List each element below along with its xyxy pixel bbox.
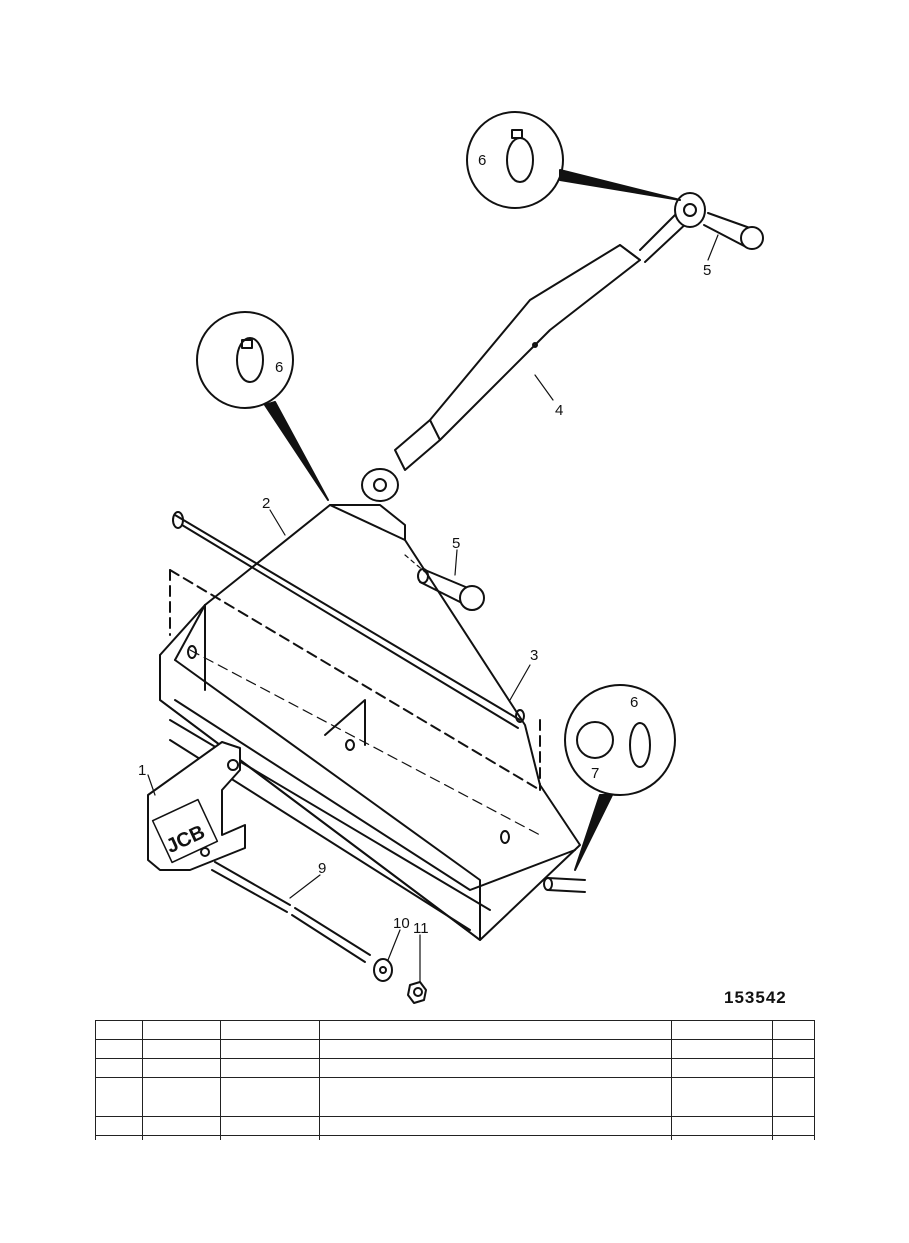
nut-item-11 <box>407 981 427 1004</box>
figure-number: 153542 <box>724 988 787 1007</box>
table-row <box>95 1039 815 1059</box>
table-row <box>95 1058 815 1078</box>
detail-circle-top <box>466 111 681 209</box>
callout-5-lower: 5 <box>452 535 460 552</box>
callout-9: 9 <box>318 860 326 877</box>
top-link-item-4 <box>361 192 706 502</box>
callout-11: 11 <box>413 920 429 937</box>
table-row <box>95 1077 815 1117</box>
callout-6-top: 6 <box>478 152 486 169</box>
detail-circle-right <box>564 684 676 871</box>
stub-pin <box>543 877 586 893</box>
rod-item-3 <box>172 511 525 729</box>
callout-1: 1 <box>138 762 146 779</box>
threaded-rod-item-9 <box>211 861 371 963</box>
exploded-parts-diagram: JCB <box>138 111 764 1004</box>
callout-6-right: 6 <box>630 694 638 711</box>
frame-item-2 <box>159 504 581 941</box>
callout-2: 2 <box>262 495 270 512</box>
detail-circle-left <box>196 311 329 501</box>
pin-item-5-upper <box>703 212 764 250</box>
callout-10: 10 <box>393 915 410 932</box>
weight-plate-item-1: JCB <box>147 741 246 871</box>
table-row <box>95 1135 815 1140</box>
callout-3: 3 <box>530 647 538 664</box>
washer-item-10 <box>373 958 393 982</box>
table-row <box>95 1116 815 1136</box>
callout-5-upper: 5 <box>703 262 711 279</box>
callout-7: 7 <box>591 765 599 782</box>
parts-table <box>95 1020 815 1140</box>
callout-leaders <box>147 234 719 983</box>
pin-item-5-lower <box>404 554 485 611</box>
callout-4: 4 <box>555 402 563 419</box>
callout-6-left: 6 <box>275 359 283 376</box>
table-row <box>95 1020 815 1040</box>
